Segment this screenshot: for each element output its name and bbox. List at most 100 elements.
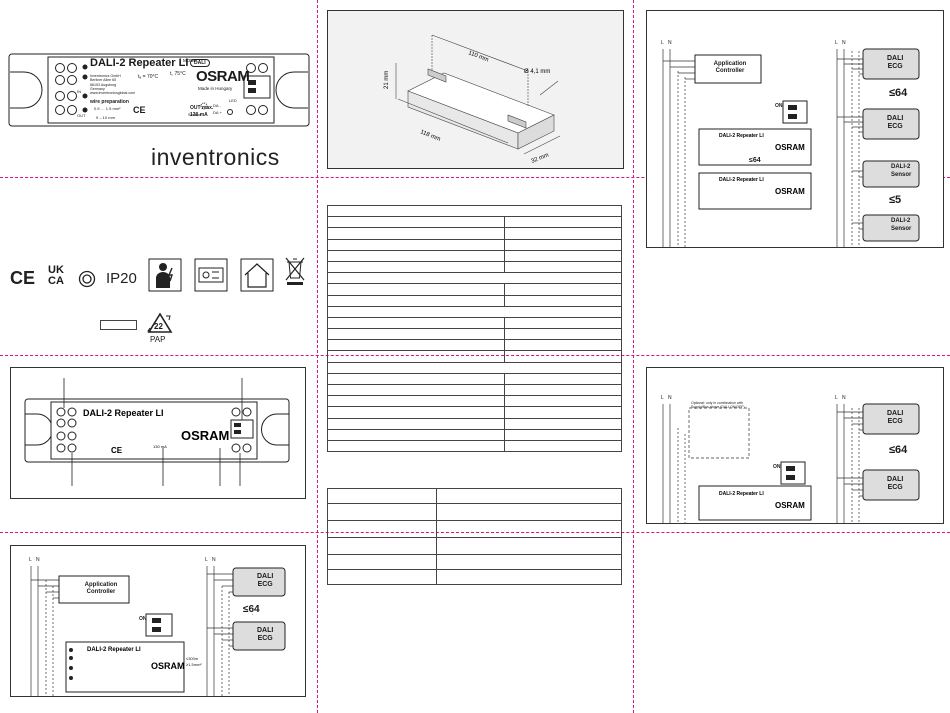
tc-rating: t꜀ 75°C xyxy=(170,71,186,77)
wire-N: N xyxy=(668,395,672,401)
address-line: Berliner Allee 65 xyxy=(90,78,117,83)
svg-text:130 mA: 130 mA xyxy=(153,444,167,449)
weee-bin-icon xyxy=(285,257,305,285)
spec-table-2 xyxy=(327,488,622,585)
ecg-label: ECG xyxy=(887,418,903,425)
dali-label: DALI xyxy=(257,627,274,634)
max-ecg-count: ≤64 xyxy=(889,444,908,456)
ukca-mark: UK CA xyxy=(48,265,64,287)
address-line: Inventronics GmbH xyxy=(90,74,121,78)
wiring-diagram-bottom-left: OSRAM DALI-2 Repeater LI • L N L N Appli… xyxy=(10,545,306,697)
dali2-label: DALI-2 xyxy=(891,218,911,224)
cable-length: ≤300m xyxy=(186,656,199,661)
cut-line-vertical-1 xyxy=(317,0,318,713)
dim-hole: Ø 4,1 mm xyxy=(524,69,550,75)
svg-text:MODE: MODE xyxy=(183,58,197,63)
wire-strip-length: 9 – 10 mm xyxy=(96,115,115,120)
svg-text:OSRAM: OSRAM xyxy=(151,661,185,671)
wire-prep-label: wire preparation xyxy=(90,99,129,105)
max-sensor-count: ≤5 xyxy=(889,194,902,206)
ce-mark: CE xyxy=(133,105,146,115)
svg-text:DALI-2 Repeater LI: DALI-2 Repeater LI xyxy=(719,133,764,139)
out-label: OUT xyxy=(77,113,86,118)
dali-label: DALI xyxy=(887,55,904,62)
address-line: Germany xyxy=(90,86,105,91)
wire-L: L xyxy=(835,40,838,46)
svg-text:DALI-2 Repeater LI: DALI-2 Repeater LI xyxy=(719,177,764,183)
svg-text:OSRAM: OSRAM xyxy=(775,187,805,196)
blank-marking-box xyxy=(100,320,137,330)
svg-text:Service: Service xyxy=(188,112,202,117)
switch-on-label: ON xyxy=(775,103,783,109)
ecg-label: ECG xyxy=(887,123,903,130)
cable-cross-section: ≥1.5mm² xyxy=(186,662,202,667)
wire-N: N xyxy=(212,557,216,563)
device-overview-panel: DALI-2 Repeater LI OSRAM CE 130 mA xyxy=(10,367,306,499)
led-label: LED xyxy=(229,98,237,103)
in-label: IN xyxy=(77,89,81,94)
dimension-svg: 110 mm 118 mm 21 mm 32 mm Ø 4,1 mm xyxy=(384,34,561,165)
svg-text:OSRAM: OSRAM xyxy=(775,501,805,510)
svg-text:DALI-2 Repeater LI: DALI-2 Repeater LI xyxy=(719,491,764,497)
made-in: Made in Hungary xyxy=(198,86,233,91)
ukca-top: UK xyxy=(48,264,64,276)
max-ecg-count: ≤64 xyxy=(889,87,908,99)
dali-logo: DALI xyxy=(190,59,210,67)
svg-text:DALI-2 Repeater LI: DALI-2 Repeater LI xyxy=(83,408,164,418)
dimension-drawing-panel: 110 mm 118 mm 21 mm 32 mm Ø 4,1 mm xyxy=(327,10,624,169)
wire-N: N xyxy=(842,395,846,401)
electrician-icon xyxy=(148,258,182,292)
dali-label: DALI xyxy=(887,115,904,122)
app-controller-line: Controller xyxy=(86,589,116,595)
wire-L: L xyxy=(661,40,664,46)
ta-rating: tₐ = 70°C xyxy=(138,74,159,80)
switch-on-label: ON xyxy=(139,616,147,622)
recycle-icon xyxy=(147,312,173,333)
dali2-label: DALI-2 xyxy=(891,164,911,170)
wiring-svg-1: OSRAM DALI-2 Repeater LI • xyxy=(30,566,286,696)
app-controller-line: Controller xyxy=(715,68,745,74)
recycle-code: 22 xyxy=(154,322,163,331)
wiring-svg-3: DALI-2 Repeater LI OSRAM xyxy=(662,403,920,523)
device-overview-drawing: DALI-2 Repeater LI OSRAM CE 130 mA xyxy=(24,378,290,486)
wire-N: N xyxy=(36,557,40,563)
dali-ecg-box: DALI ECG xyxy=(257,627,273,643)
dali-ecg-box: DALI ECG xyxy=(887,476,903,492)
ecg-label: ECG xyxy=(257,635,273,642)
address-line: www.inventronicsglobal.com xyxy=(90,91,136,96)
dali-ecg-box: DALI ECG xyxy=(887,55,903,71)
wire-N: N xyxy=(842,40,846,46)
wire-cross-section: 0.5 … 1.5 mm² xyxy=(94,106,121,111)
dali-ecg-box: DALI ECG xyxy=(257,573,273,589)
wire-L: L xyxy=(29,557,32,563)
wiring-svg-2: DALI-2 Repeater LI DALI-2 Repeater LI OS… xyxy=(662,48,920,247)
svg-text:CE: CE xyxy=(111,446,123,455)
dali-ecg-box: DALI ECG xyxy=(887,410,903,426)
indoor-use-icon xyxy=(240,258,274,292)
wire-L: L xyxy=(205,557,208,563)
recycle-material: PAP xyxy=(150,335,166,344)
ecg-label: ECG xyxy=(257,581,273,588)
spec-table-1 xyxy=(327,204,622,453)
independent-driver-icon xyxy=(194,258,228,292)
app-controller-line: Application xyxy=(84,582,118,588)
switch-on-label: ON xyxy=(773,464,781,470)
ce-mark-symbol: CE xyxy=(10,268,36,288)
max-ecg-count-mid: ≤64 xyxy=(749,157,761,164)
da-plus-label: DA + xyxy=(213,110,222,115)
svg-text:OSRAM: OSRAM xyxy=(775,143,805,152)
out-current: 130 mA xyxy=(190,112,208,118)
protection-class-icon xyxy=(78,270,96,288)
app-controller-box: Application Controller xyxy=(699,61,761,75)
dali-ecg-box: DALI ECG xyxy=(887,115,903,131)
address-block: Inventronics GmbH Berliner Allee 65 8615… xyxy=(90,74,135,95)
osram-logo: OSRAM xyxy=(196,68,250,85)
dali2-sensor-box: DALI-2 Sensor xyxy=(891,163,911,179)
dali-label: DALI xyxy=(257,573,274,580)
sensor-label: Sensor xyxy=(891,226,912,232)
ip20-mark: IP20 xyxy=(106,270,137,287)
wire-L: L xyxy=(661,395,664,401)
svg-text:•: • xyxy=(252,612,253,616)
cut-line-horizontal-1 xyxy=(0,177,950,178)
product-name: DALI-2 Repeater LI xyxy=(90,57,189,69)
